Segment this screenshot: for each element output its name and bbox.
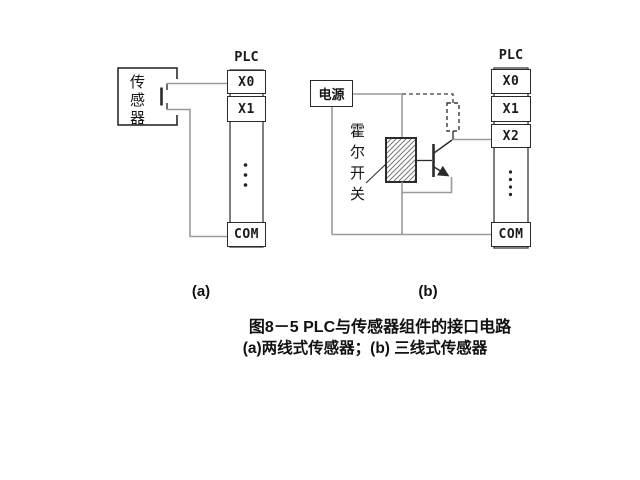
terminal-a-x1: X1 <box>227 96 266 122</box>
hall-label-leader-line <box>365 163 387 184</box>
plc-title-b: PLC <box>498 47 524 63</box>
plc-title-a: PLC <box>234 49 259 65</box>
figure-caption-line2: (a)两线式传感器；(b) 三线式传感器 <box>242 340 488 357</box>
transistor-emitter-arrow <box>433 165 450 177</box>
subfigure-label-a: (a) <box>191 283 211 300</box>
figure-caption-line1: 图8－5 PLC与传感器组件的接口电路 <box>248 319 512 336</box>
plc-column-b <box>493 67 529 249</box>
diagram-b-shapes <box>331 67 529 249</box>
wire-emitter-to-0v <box>402 177 453 194</box>
hall-sensor-body <box>385 137 417 183</box>
terminal-b-x1: X1 <box>491 96 531 122</box>
subfigure-label-b: (b) <box>418 283 438 300</box>
terminal-a-com: COM <box>227 222 266 247</box>
vertical-ellipsis-icon <box>243 163 248 187</box>
terminal-b-x0: X0 <box>491 69 531 94</box>
pullup-resistor-dashed <box>446 102 460 132</box>
transistor-collector <box>433 139 453 154</box>
npn-transistor-symbol <box>416 139 453 177</box>
power-supply-box: 电源 <box>310 80 353 107</box>
terminal-b-com: COM <box>491 222 531 247</box>
dashed-wire-to-resistor <box>402 93 454 103</box>
terminal-a-x0: X0 <box>227 70 266 94</box>
wire-sensor-to-com <box>167 108 227 238</box>
sensor-label: 传感器 <box>128 74 146 128</box>
vertical-ellipsis-icon <box>508 170 513 197</box>
terminal-b-x2: X2 <box>491 124 531 148</box>
sensor-notch <box>160 79 179 115</box>
hall-switch-label: 霍尔开关 <box>348 123 366 207</box>
